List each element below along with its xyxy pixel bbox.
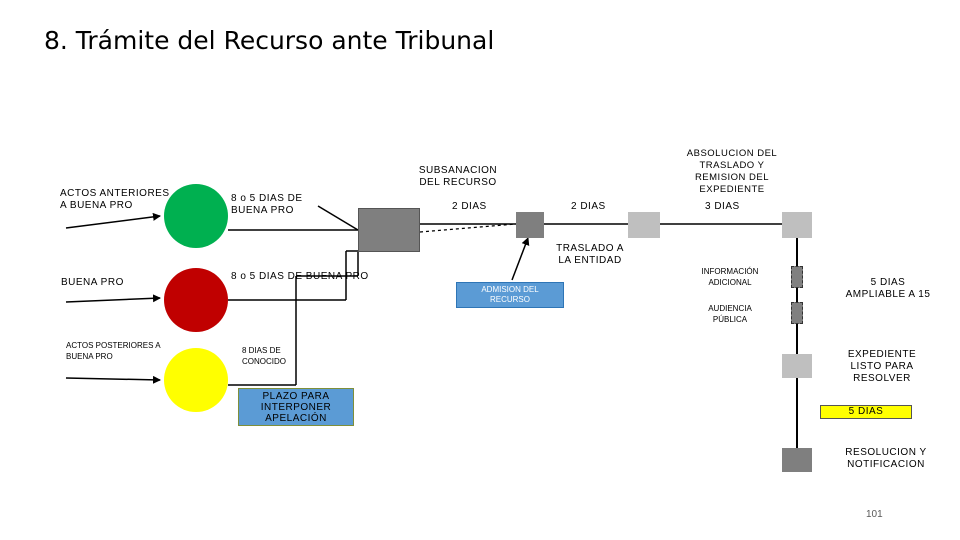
yellow-circle — [164, 348, 228, 412]
arrow-to-red — [65, 294, 161, 303]
label-subsanacion: SUBSANACION DEL RECURSO — [418, 165, 498, 188]
dashed-subsanacion — [419, 223, 517, 233]
line-green-diag — [317, 205, 359, 231]
label-absolucion: ABSOLUCION DEL TRASLADO Y REMISION DEL E… — [686, 148, 778, 195]
label-dos-dias-2: 2 DIAS — [571, 201, 606, 212]
label-cinco-dias-ampliable: 5 DIAS AMPLIABLE A 15 — [845, 277, 931, 300]
traslado-light-box — [628, 212, 660, 238]
dashed-box-informacion — [791, 266, 803, 288]
page-number: 101 — [866, 509, 883, 520]
red-circle — [164, 268, 228, 332]
admision-box: ADMISION DEL RECURSO — [456, 282, 564, 308]
cinco-dias-box: 5 DIAS — [820, 405, 912, 419]
page-title: 8. Trámite del Recurso ante Tribunal — [44, 26, 495, 55]
label-resolucion: RESOLUCION Y NOTIFICACION — [845, 447, 927, 470]
label-buena-pro: BUENA PRO — [61, 277, 124, 288]
label-expediente-listo: EXPEDIENTE LISTO PARA RESOLVER — [847, 349, 917, 384]
label-actos-posteriores: ACTOS POSTERIORES A BUENA PRO — [66, 341, 161, 361]
main-gray-box — [358, 208, 420, 252]
expediente-light-box — [782, 354, 812, 378]
label-actos-anteriores: ACTOS ANTERIORES A BUENA PRO — [60, 188, 170, 211]
arrow-to-traslado — [511, 237, 530, 281]
plazo-box: PLAZO PARA INTERPONER APELACIÓN — [238, 388, 354, 426]
resolucion-gray-box — [782, 448, 812, 472]
arrow-to-yellow — [65, 375, 161, 384]
label-audiencia-publica: AUDIENCIA PÚBLICA — [708, 304, 752, 324]
arrow-to-green — [65, 212, 161, 229]
deadline-red: 8 o 5 DIAS DE BUENA PRO — [231, 271, 369, 282]
label-tres-dias: 3 DIAS — [705, 201, 740, 212]
dashed-box-audiencia — [791, 302, 803, 324]
deadline-yellow: 8 DIAS DE CONOCIDO — [242, 346, 286, 366]
label-traslado: TRASLADO A LA ENTIDAD — [556, 243, 624, 266]
label-dos-dias-1: 2 DIAS — [452, 201, 487, 212]
green-circle — [164, 184, 228, 248]
expediente-light-box-top — [782, 212, 812, 238]
deadline-green: 8 o 5 DIAS DE BUENA PRO — [231, 193, 303, 216]
label-informacion-adicional: INFORMACIÓN ADICIONAL — [701, 267, 759, 287]
admision-gray-box — [516, 212, 544, 238]
